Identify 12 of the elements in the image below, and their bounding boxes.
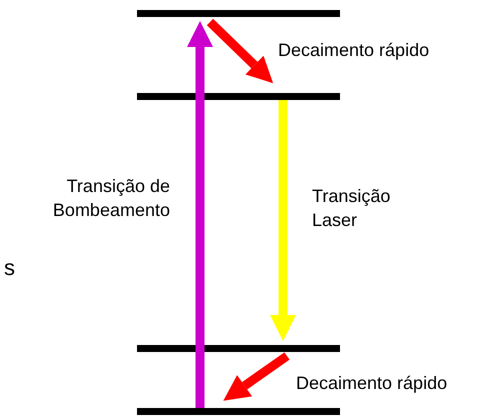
- edge-label: Decaimento rápido: [278, 39, 430, 62]
- energy-level-bar: [137, 93, 340, 100]
- arrow: [223, 352, 290, 401]
- edge-label: Decaimento rápido: [296, 372, 448, 395]
- energy-level-bar: [137, 10, 340, 17]
- arrow: [270, 100, 296, 341]
- energy-level-bar: [137, 345, 340, 352]
- arrow: [187, 21, 213, 408]
- text-label: s: [4, 256, 15, 280]
- edge-label: Transição Laser: [312, 185, 392, 232]
- edge-label: Transição de Bombeamento: [52, 175, 170, 222]
- energy-level-bar: [137, 408, 340, 415]
